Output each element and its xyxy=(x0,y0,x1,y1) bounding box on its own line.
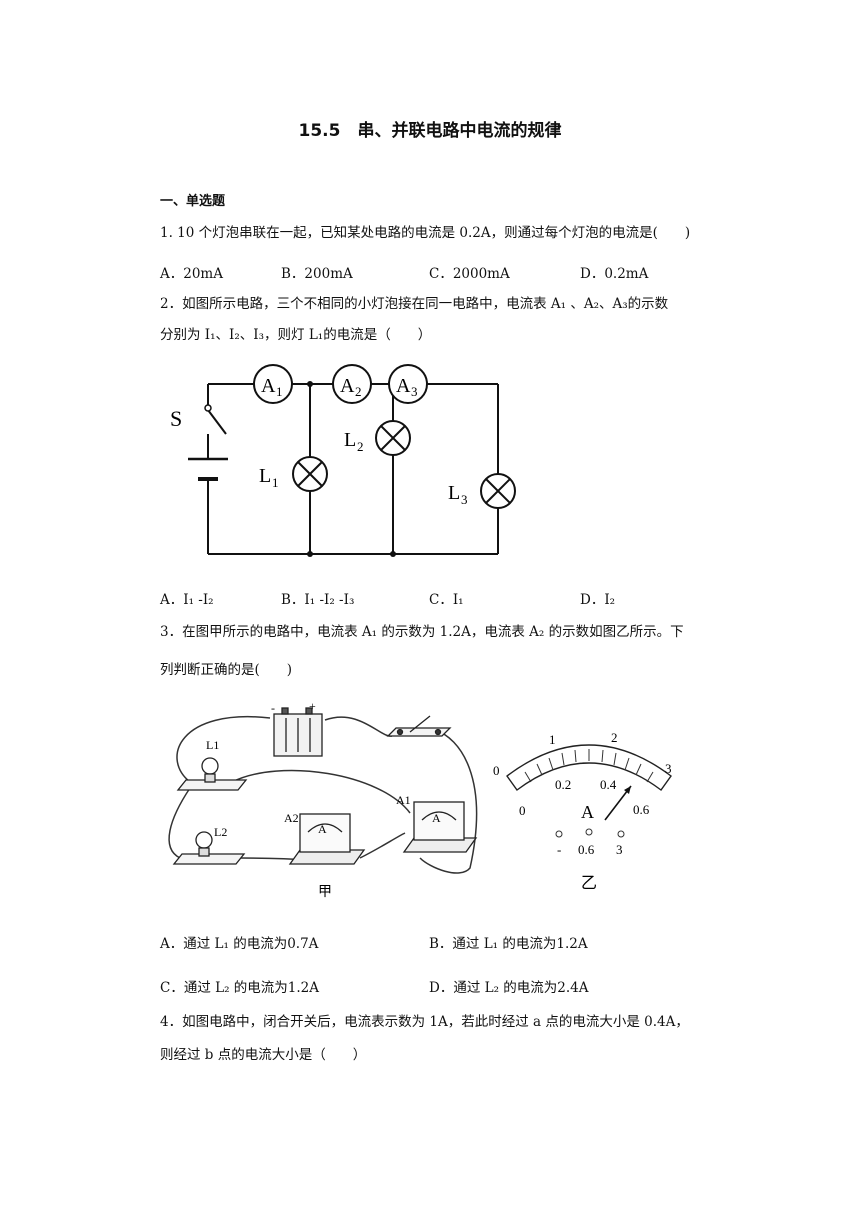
question-4-stem-line-1: 4．如图电路中，闭合开关后，电流表示数为 1A，若此时经过 a 点的电流大小是 … xyxy=(160,1014,689,1030)
terminal-0-6: 0.6 xyxy=(578,842,595,857)
lower-scale-0: 0 xyxy=(519,803,526,818)
svg-text:L: L xyxy=(448,482,460,504)
lamp-label-l3: L 3 xyxy=(448,482,468,507)
svg-text:A: A xyxy=(340,375,355,397)
q3-option-d: D．通过 L₂ 的电流为2.4A xyxy=(429,980,589,996)
svg-text:L: L xyxy=(344,429,356,451)
q1-option-d: D．0.2mA xyxy=(580,266,649,282)
upper-scale-3: 3 xyxy=(665,761,672,776)
battery-pack xyxy=(273,707,323,757)
lower-scale-0-4: 0.4 xyxy=(600,777,617,792)
question-3-stem-line-1: 3．在图甲所示的电路中，电流表 A₁ 的示数为 1.2A，电流表 A₂ 的示数如… xyxy=(160,624,684,640)
terminal-minus: - xyxy=(557,842,561,857)
lamp-l2-holder xyxy=(172,831,246,865)
lamp-l2-label: L2 xyxy=(214,825,227,839)
q1-option-a: A．20mA xyxy=(160,266,223,282)
ammeter-a1-device xyxy=(402,801,478,853)
dial-unit-label: A xyxy=(581,802,594,822)
switch-blade xyxy=(207,409,227,435)
q3-option-a: A．通过 L₁ 的电流为0.7A xyxy=(160,936,319,952)
q2-option-d: D．I₂ xyxy=(580,592,616,608)
svg-text:2: 2 xyxy=(357,439,364,454)
q2-option-b: B．I₁ -I₂ -I₃ xyxy=(281,592,355,608)
ammeter-a2: A 2 xyxy=(332,364,372,404)
q1-option-c: C．2000mA xyxy=(429,266,510,282)
figure-yi-caption: 乙 xyxy=(581,875,597,892)
question-4-stem-line-2: 则经过 b 点的电流大小是（ ） xyxy=(160,1047,367,1063)
ammeter-a2-device xyxy=(288,813,366,865)
q3-option-b: B．通过 L₁ 的电流为1.2A xyxy=(429,936,588,952)
lamp-l1 xyxy=(292,456,328,492)
lamp-l1-label: L1 xyxy=(206,738,219,752)
question-3-stem-line-2: 列判断正确的是( ) xyxy=(160,662,293,678)
svg-text:A: A xyxy=(396,375,411,397)
section-heading: 一、单选题 xyxy=(160,194,226,209)
svg-text:A: A xyxy=(261,375,276,397)
lamp-l1-holder xyxy=(176,757,248,791)
dial-scale-band xyxy=(506,744,672,791)
q2-option-a: A．I₁ -I₂ xyxy=(160,592,214,608)
switch-label: S xyxy=(170,406,182,431)
q1-option-b: B．200mA xyxy=(281,266,353,282)
q2-option-c: C．I₁ xyxy=(429,592,464,608)
battery-plus-label: + xyxy=(309,699,316,713)
ammeter-a1-face: A xyxy=(432,811,441,825)
lamp-label-l1: L 1 xyxy=(259,465,279,490)
q3-figure-yi: 0 1 2 3 0 0.2 0.4 0.6 A - 0.6 3 乙 xyxy=(493,730,672,892)
question-2-stem-line-1: 2．如图所示电路，三个不相同的小灯泡接在同一电路中，电流表 A₁ 、A₂、A₃的… xyxy=(160,296,669,312)
switch-pivot xyxy=(204,404,212,412)
ammeter-a2-label: A2 xyxy=(284,811,299,825)
lamp-label-l2: L 2 xyxy=(344,429,364,454)
upper-scale-1: 1 xyxy=(549,732,556,747)
svg-text:L: L xyxy=(259,465,271,487)
svg-text:3: 3 xyxy=(461,492,468,507)
svg-text:1: 1 xyxy=(276,384,283,399)
knife-switch xyxy=(386,715,452,737)
svg-text:1: 1 xyxy=(272,475,279,490)
battery-minus-label: - xyxy=(271,701,275,715)
q3-option-c: C．通过 L₂ 的电流为1.2A xyxy=(160,980,320,996)
lower-scale-0-2: 0.2 xyxy=(555,777,571,792)
ammeter-a3: A 3 xyxy=(388,364,428,404)
dial-ticks xyxy=(524,749,654,783)
svg-text:2: 2 xyxy=(355,384,362,399)
lamp-l2 xyxy=(375,420,411,456)
svg-text:3: 3 xyxy=(411,384,418,399)
terminal-3: 3 xyxy=(616,842,623,857)
ammeter-a2-face: A xyxy=(318,822,327,836)
ammeter-a1: A 1 xyxy=(253,364,293,404)
upper-scale-0: 0 xyxy=(493,763,500,778)
q2-circuit-diagram: S A 1 A 2 A 3 L 1 L 2 L 3 xyxy=(170,364,516,557)
lamp-l3 xyxy=(480,473,516,509)
question-2-stem-line-2: 分别为 I₁、I₂、I₃，则灯 L₁的电流是（ ） xyxy=(160,327,432,343)
lower-scale-0-6: 0.6 xyxy=(633,802,650,817)
upper-scale-2: 2 xyxy=(611,730,618,745)
q3-figure-jia: - + L1 L2 A A2 A A1 甲 xyxy=(168,699,478,900)
dial-terminals xyxy=(555,828,625,838)
page-title: 15.5 串、并联电路中电流的规律 xyxy=(298,121,562,141)
ammeter-a1-label: A1 xyxy=(396,793,411,807)
question-1-stem: 1. 10 个灯泡串联在一起，已知某处电路的电流是 0.2A，则通过每个灯泡的电… xyxy=(160,225,691,241)
figure-jia-caption: 甲 xyxy=(318,885,332,900)
